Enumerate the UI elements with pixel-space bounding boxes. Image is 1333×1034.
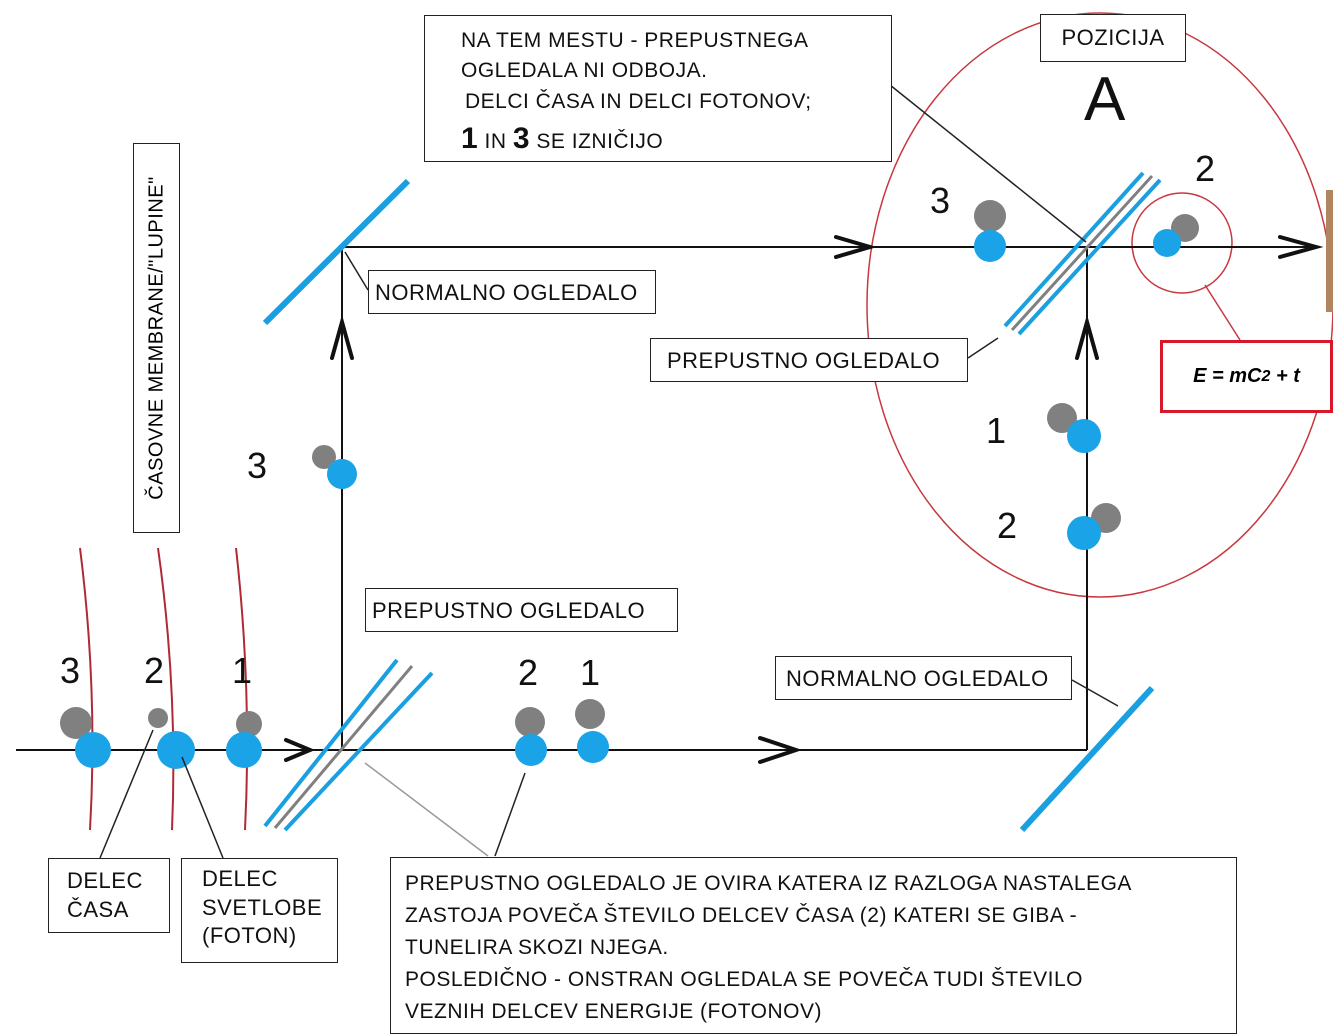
- delec-svetlobe-line-1: DELEC: [202, 866, 278, 891]
- bottom-note-line-5: VEZNIH DELCEV ENERGIJE (FOTONOV): [405, 999, 822, 1023]
- position-a-ellipse: [866, 12, 1333, 598]
- bottom-note-line-1: PREPUSTNO OGLEDALO JE OVIRA KATERA IZ RA…: [405, 872, 1132, 895]
- time-particle: [236, 711, 262, 737]
- particles-middle: [515, 699, 609, 766]
- formula-tail: + t: [1270, 365, 1300, 387]
- formula-exponent: 2: [1261, 367, 1271, 385]
- note-top-in: IN: [484, 130, 507, 154]
- particles-vertical: [312, 445, 357, 489]
- note-top-num-1: 1: [461, 122, 479, 156]
- delec-svetlobe-box: DELEC SVETLOBE (FOTON): [181, 858, 338, 963]
- arrow-right-4: [1278, 235, 1324, 259]
- pozicija-box: POZICIJA: [1040, 14, 1186, 62]
- edge-object: [1326, 190, 1333, 312]
- note-top-num-3: 3: [512, 122, 531, 156]
- pass-mirror-top: [1003, 171, 1162, 336]
- formula-base: E = mC: [1193, 365, 1262, 387]
- time-membrane-3: [235, 547, 249, 831]
- casovne-membrane-box: ČASOVNE MEMBRANE/"LUPINE": [133, 143, 180, 533]
- bottom-note-line-4: POSLEDIČNO - ONSTRAN OGLEDALA SE POVEČA …: [405, 967, 1083, 991]
- bottom-note-line-3: TUNELIRA SKOZI NJEGA.: [405, 935, 669, 959]
- formula-connector: [1204, 284, 1241, 341]
- photon-particle: [1067, 516, 1101, 550]
- time-membrane-1: [79, 547, 94, 831]
- arrow-right-3: [834, 235, 878, 259]
- particles-left: [60, 707, 262, 769]
- prepustno-ogledalo-right-label: PREPUSTNO OGLEDALO: [667, 348, 941, 373]
- label-vertical-3: 3: [247, 445, 268, 486]
- prepustno-ogledalo-bottom-box: PREPUSTNO OGLEDALO: [365, 588, 678, 632]
- time-membrane-2: [157, 547, 175, 831]
- pass-mirror-bottom: [263, 658, 434, 832]
- photon-particle: [226, 732, 262, 768]
- label-left-2: 2: [144, 650, 165, 691]
- arrow-up-2: [1075, 314, 1099, 360]
- pozicija-label: POZICIJA: [1061, 25, 1165, 50]
- photon-particle: [75, 732, 111, 768]
- normal-mirror-bottom: [1019, 685, 1155, 833]
- photon-particle: [515, 734, 547, 766]
- time-particle: [515, 707, 545, 737]
- normalno-ogledalo-top-box: NORMALNO OGLEDALO: [368, 270, 656, 314]
- delec-casa-box: DELEC ČASA: [48, 858, 170, 933]
- prepustno-ogledalo-bottom-label: PREPUSTNO OGLEDALO: [372, 598, 646, 623]
- label-left-1: 1: [232, 650, 253, 691]
- label-mid-1: 1: [580, 652, 601, 693]
- delec-svetlobe-line-3: (FOTON): [202, 923, 297, 949]
- note-top-line-3: DELCI ČASA IN DELCI FOTONOV;: [465, 89, 812, 113]
- normalno-ogledalo-bottom-label: NORMALNO OGLEDALO: [786, 666, 1049, 691]
- time-particle: [148, 708, 168, 728]
- label-top-3: 3: [930, 180, 951, 221]
- normal-mirror-top: [262, 178, 411, 326]
- label-left-3: 3: [60, 650, 81, 691]
- label-mid-2: 2: [518, 652, 539, 693]
- time-particle: [60, 707, 92, 739]
- photon-particle: [157, 731, 195, 769]
- time-particle: [974, 200, 1006, 232]
- photon-particle: [1067, 419, 1101, 453]
- casovne-membrane-label: ČASOVNE MEMBRANE/"LUPINE": [145, 176, 167, 500]
- bottom-note-box: PREPUSTNO OGLEDALO JE OVIRA KATERA IZ RA…: [390, 857, 1237, 1034]
- time-particle: [1047, 403, 1077, 433]
- label-right-1: 1: [986, 410, 1007, 451]
- arrow-right-1: [284, 738, 316, 762]
- note-top-line-2: OGLEDALA NI ODBOJA.: [461, 59, 708, 83]
- arrow-up-1: [330, 314, 354, 360]
- note-top-box: NA TEM MESTU - PREPUSTNEGA OGLEDALA NI O…: [424, 15, 892, 162]
- delec-casa-line-1: DELEC: [67, 868, 143, 893]
- delec-casa-line-2: ČASA: [67, 896, 129, 922]
- position-a-letter: A: [1084, 65, 1126, 134]
- bottom-note-line-2: ZASTOJA POVEČA ŠTEVILO DELCEV ČASA (2) K…: [405, 903, 1078, 927]
- beam-paths: [16, 246, 1318, 751]
- time-particle: [312, 445, 336, 469]
- note-top-rest: SE IZNIČIJO: [536, 130, 664, 154]
- prepustno-ogledalo-right-box: PREPUSTNO OGLEDALO: [650, 338, 968, 382]
- normalno-ogledalo-bottom-box: NORMALNO OGLEDALO: [775, 656, 1072, 700]
- photon-particle: [327, 459, 357, 489]
- highlight-circle: [1131, 192, 1233, 294]
- note-top-line-1: NA TEM MESTU - PREPUSTNEGA: [461, 29, 809, 52]
- arrowheads: [284, 235, 1324, 764]
- leader-lines: [99, 84, 1119, 859]
- time-particle: [575, 699, 605, 729]
- photon-particle: [577, 731, 609, 763]
- label-top-2: 2: [1195, 148, 1216, 189]
- particles-position-a: [974, 200, 1199, 550]
- photon-particle: [1153, 229, 1181, 257]
- photon-particle: [974, 230, 1006, 262]
- label-right-2: 2: [997, 505, 1018, 546]
- note-top-line-4: 1 IN 3 SE IZNIČIJO: [461, 117, 891, 161]
- normalno-ogledalo-top-label: NORMALNO OGLEDALO: [375, 280, 638, 305]
- arrow-right-2: [758, 736, 803, 764]
- delec-svetlobe-line-2: SVETLOBE: [202, 894, 323, 920]
